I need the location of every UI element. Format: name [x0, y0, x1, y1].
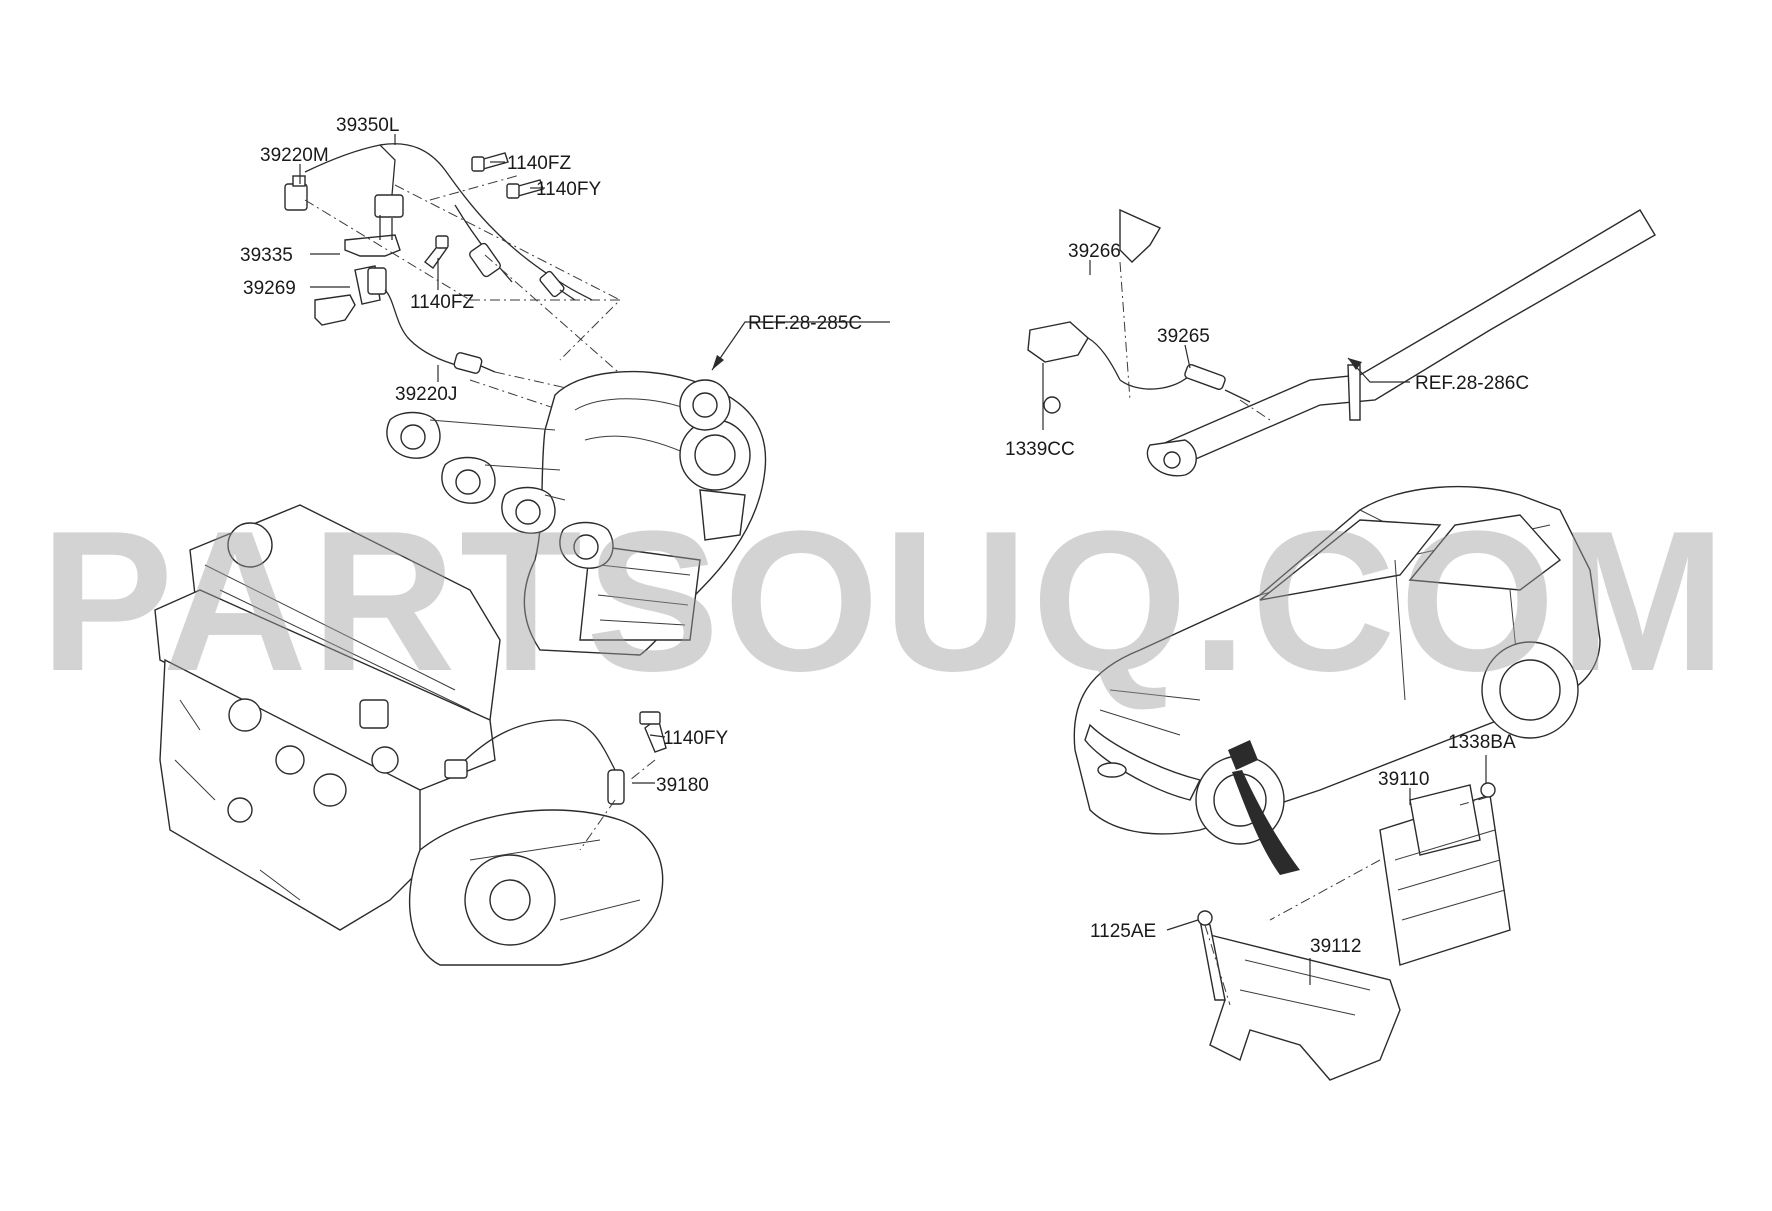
vehicle-outline: [1073, 485, 1601, 875]
exhaust-pipe-group: [1027, 208, 1656, 477]
label-1338ba: 1338BA: [1448, 732, 1516, 753]
label-39112: 39112: [1310, 936, 1361, 957]
label-39110: 39110: [1378, 769, 1429, 790]
label-1140fy-low: 1140FY: [663, 728, 728, 749]
exhaust-manifold-turbo: [386, 321, 890, 656]
label-1140fz-mid: 1140FZ: [410, 292, 474, 313]
ecu-bracket: [1197, 910, 1401, 1081]
label-39180: 39180: [656, 775, 709, 796]
leader-lines: [299, 134, 1487, 985]
label-1140fy-top: 1140FY: [536, 179, 601, 200]
label-ref-28-286c: REF.28-286C: [1415, 373, 1529, 394]
ecu-module: [1269, 782, 1511, 966]
bolt-1140fz-mid: [424, 235, 449, 269]
part-labels: 39350L 39220M 1140FZ 1140FY 39335 39269 …: [240, 115, 1529, 957]
bolt-1140fy-top: [506, 179, 544, 199]
label-39220m: 39220M: [260, 145, 329, 166]
label-39335: 39335: [240, 245, 293, 266]
label-39266: 39266: [1068, 241, 1121, 262]
label-39350l: 39350L: [336, 115, 399, 136]
bolt-1140fz-top: [471, 152, 509, 172]
engine-block: [154, 504, 667, 966]
label-1339cc: 1339CC: [1005, 439, 1075, 460]
label-ref-28-285c: REF.28-285C: [748, 313, 862, 334]
label-1125ae: 1125AE: [1090, 921, 1156, 942]
label-1140fz-top: 1140FZ: [507, 153, 571, 174]
label-39265: 39265: [1157, 326, 1210, 347]
upper-sensor-harness: [284, 143, 651, 411]
watermark-text: PARTSOUQ.COM: [40, 490, 1730, 713]
label-39269: 39269: [243, 278, 296, 299]
label-39220j: 39220J: [395, 384, 457, 405]
